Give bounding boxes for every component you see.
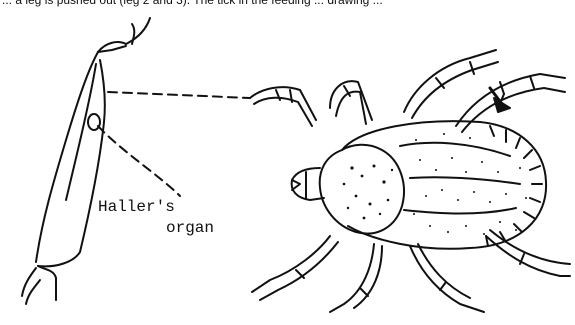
stipple-texture [343, 133, 527, 235]
hallers-organ-label-line2: organ [166, 219, 214, 237]
hallers-organ-label-line1: Haller's [98, 198, 175, 216]
tick-body [250, 50, 570, 312]
arrow-icon [490, 88, 510, 112]
leader-lines [98, 92, 250, 196]
enlarged-leg-segment [22, 18, 150, 304]
cropped-caption-text: ... a leg is pushed out (leg 2 and 3). T… [0, 0, 383, 10]
